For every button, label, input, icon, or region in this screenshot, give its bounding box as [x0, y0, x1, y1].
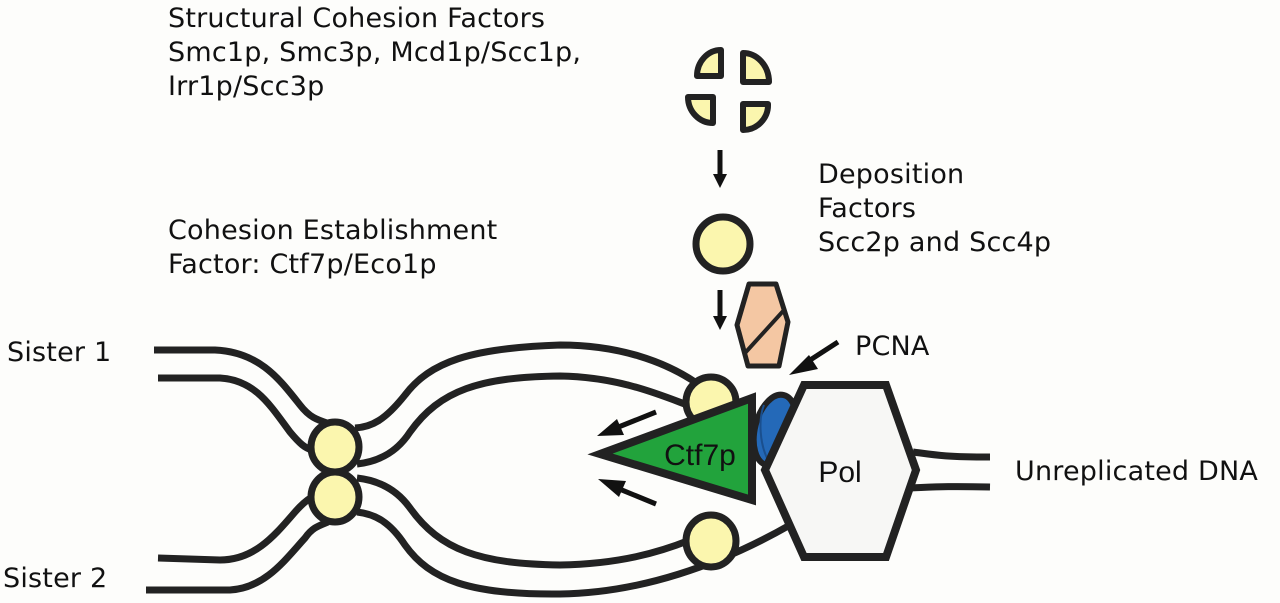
ctf7p-arrow-lower-icon — [598, 479, 657, 507]
cohesin-subunits-icon — [685, 47, 772, 133]
subunit-bottom-left — [685, 94, 716, 126]
pol-label: Pol — [818, 456, 861, 489]
ctf7p-label: Ctf7p — [664, 439, 736, 472]
upper-arm-outer — [354, 341, 697, 432]
subunit-top-left — [694, 47, 724, 79]
unreplicated-strand-bottom — [909, 483, 991, 492]
assembled-cohesin-icon — [692, 213, 754, 275]
establishment-heading: Cohesion Establishment — [168, 215, 498, 246]
establishment-factor-label: Cohesion Establishment Factor: Ctf7p/Eco… — [168, 214, 497, 282]
sister2-strand-outer — [146, 518, 330, 594]
subunit-bottom-right — [740, 101, 771, 133]
structural-heading: Structural Cohesion Factors — [168, 3, 546, 34]
lower-arm-inner — [356, 474, 692, 569]
sister2-label: Sister 2 — [3, 563, 108, 594]
structural-proteins-line1: Smc1p, Smc3p, Mcd1p/Scc1p, — [168, 37, 582, 68]
pcna-label: PCNA — [855, 331, 930, 362]
arrow-down-icon — [713, 150, 727, 188]
cohesin-ring-top — [307, 418, 363, 476]
ctf7p-arrow-upper-icon — [597, 409, 657, 436]
unreplicated-dna-label: Unreplicated DNA — [1015, 456, 1259, 487]
cohesin-ring-lower-fork — [682, 511, 740, 571]
cohesin-pair-left — [307, 418, 363, 526]
deposition-proteins: Scc2p and Scc4p — [818, 227, 1052, 258]
subunit-top-right — [740, 50, 772, 85]
sister1-strand-outer — [154, 346, 332, 428]
deposition-factors-label: Deposition Factors Scc2p and Scc4p — [818, 158, 1051, 260]
sister1-strand-inner — [158, 374, 314, 454]
deposition-heading-2: Factors — [818, 193, 917, 224]
sister2-strand-inner — [157, 493, 314, 564]
establishment-protein: Factor: Ctf7p/Eco1p — [168, 249, 437, 280]
ctf7p-icon: Ctf7p — [587, 392, 756, 506]
cohesin-ring-bottom — [307, 468, 363, 526]
unreplicated-strand-top — [912, 448, 991, 461]
sister1-label: Sister 1 — [7, 337, 112, 368]
deposition-heading-1: Deposition — [818, 159, 965, 190]
structural-proteins-line2: Irr1p/Scc3p — [168, 71, 325, 102]
arrow-down-icon — [713, 290, 727, 330]
pcna-arrow-icon — [789, 339, 840, 375]
polymerase-icon: Pol — [760, 381, 921, 561]
deposition-factor-icon — [734, 281, 791, 369]
structural-cohesion-label: Structural Cohesion Factors Smc1p, Smc3p… — [168, 2, 581, 104]
upper-arm-inner — [356, 372, 692, 468]
